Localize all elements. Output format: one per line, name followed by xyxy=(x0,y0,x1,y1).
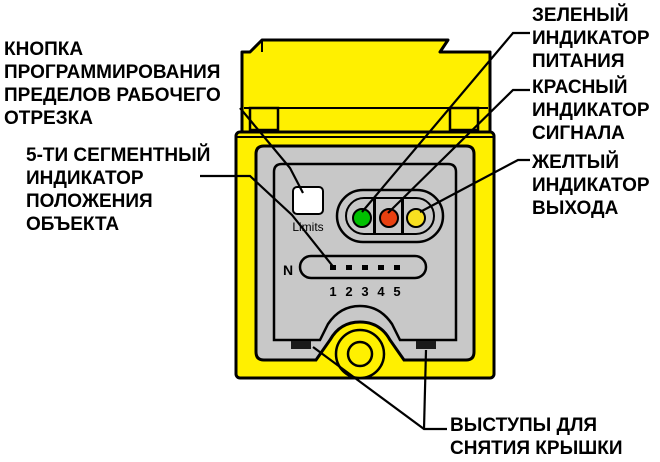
removal-tab-left xyxy=(291,341,311,349)
segment-number-5: 5 xyxy=(393,284,400,299)
leader-green-led xyxy=(361,31,530,213)
callout-red-line-3: СИГНАЛА xyxy=(532,123,625,144)
limits-button[interactable]: Limits xyxy=(292,186,324,234)
callout-yellow-line-2: ИНДИКАТОР xyxy=(532,175,650,196)
leader-segment xyxy=(200,174,336,270)
segment-mark-3 xyxy=(362,265,368,270)
callout-green-led: ЗЕЛЕНЫЙ ИНДИКАТОР ПИТАНИЯ xyxy=(532,4,650,73)
callout-removal-tabs: ВЫСТУПЫ ДЛЯ СНЯТИЯ КРЫШКИ xyxy=(450,414,623,460)
leader-yellow-led xyxy=(419,158,530,213)
removal-tab-right xyxy=(416,341,436,349)
callout-program-line-1: КНОПКА xyxy=(4,39,84,60)
led-bezel-outer xyxy=(335,188,445,244)
leader-lines xyxy=(200,31,530,431)
callout-program-line-2: ПРОГРАММИРОВАНИЯ xyxy=(4,62,221,83)
yellow-led xyxy=(406,208,426,228)
callout-green-line-3: ПИТАНИЯ xyxy=(532,51,625,72)
callout-red-line-1: КРАСНЫЙ xyxy=(532,77,628,98)
segment-mark-5 xyxy=(394,265,400,270)
callout-green-line-1: ЗЕЛЕНЫЙ xyxy=(532,5,629,26)
red-led xyxy=(379,208,399,228)
callout-yellow-line-1: ЖЕЛТЫЙ xyxy=(532,152,620,173)
segment-number-3: 3 xyxy=(361,284,368,299)
callout-segment-line-1: 5-ТИ СЕГМЕНТНЫЙ xyxy=(26,145,211,166)
callout-tabs-line-2: СНЯТИЯ КРЫШКИ xyxy=(450,438,623,459)
green-led xyxy=(352,208,372,228)
lid-clip-right xyxy=(448,106,480,132)
callout-program-line-3: ПРЕДЕЛОВ РАБОЧЕГО xyxy=(4,85,221,106)
segment-window xyxy=(298,254,428,280)
led-divider-left xyxy=(373,198,376,234)
leader-program-button xyxy=(239,107,304,194)
segment-number-1: 1 xyxy=(329,284,336,299)
callout-yellow-line-3: ВЫХОДА xyxy=(532,198,619,219)
callout-program-line-4: ОТРЕЗКА xyxy=(4,108,93,129)
segment-mark-4 xyxy=(378,265,384,270)
callout-segment-indicator: 5-ТИ СЕГМЕНТНЫЙ ИНДИКАТОР ПОЛОЖЕНИЯ ОБЪЕ… xyxy=(26,144,210,236)
segment-mark-2 xyxy=(346,265,352,270)
callout-segment-line-3: ПОЛОЖЕНИЯ xyxy=(26,191,153,212)
segment-number-2: 2 xyxy=(345,284,352,299)
callout-segment-line-4: ОБЪЕКТА xyxy=(26,214,120,235)
limits-button-key[interactable] xyxy=(292,186,324,215)
callout-red-led: КРАСНЫЙ ИНДИКАТОР СИГНАЛА xyxy=(532,76,650,145)
segment-n-label: N xyxy=(283,262,293,278)
segment-number-4: 4 xyxy=(377,284,385,299)
callout-tabs-line-1: ВЫСТУПЫ ДЛЯ xyxy=(450,415,598,436)
leader-red-led xyxy=(387,88,530,214)
callout-segment-line-2: ИНДИКАТОР xyxy=(26,168,144,189)
led-divider-right xyxy=(401,198,404,234)
screw-boss-inner xyxy=(346,340,374,368)
housing-lid xyxy=(240,38,492,137)
leader-tab-right xyxy=(422,349,428,430)
callout-program-button: КНОПКА ПРОГРАММИРОВАНИЯ ПРЕДЕЛОВ РАБОЧЕГ… xyxy=(4,38,221,130)
led-cluster xyxy=(335,188,445,244)
callout-red-line-2: ИНДИКАТОР xyxy=(532,100,650,121)
callout-yellow-led: ЖЕЛТЫЙ ИНДИКАТОР ВЫХОДА xyxy=(532,151,650,220)
led-bezel-inner xyxy=(345,197,435,235)
callout-green-line-2: ИНДИКАТОР xyxy=(532,28,650,49)
